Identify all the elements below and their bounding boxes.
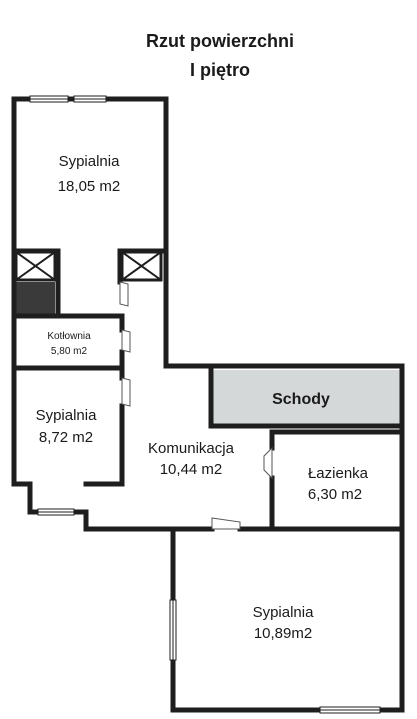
room-name-lazienka: Łazienka	[308, 465, 369, 482]
plan-title: Rzut powierzchni	[146, 31, 294, 51]
vent-shaft-left	[14, 250, 57, 282]
room-name-kotlownia: Kotłownia	[47, 331, 91, 342]
plan-subtitle: I piętro	[190, 60, 250, 80]
door-lazienka	[263, 446, 273, 480]
doors	[119, 281, 273, 530]
room-name-schody: Schody	[272, 391, 330, 408]
stairs-area	[211, 370, 402, 426]
door-bedroom-2	[121, 377, 131, 407]
chimney	[16, 282, 55, 314]
room-area-sypialnia-1: 18,05 m2	[58, 178, 121, 195]
room-name-komunikacja: Komunikacja	[148, 440, 235, 457]
room-area-komunikacja: 10,44 m2	[160, 461, 223, 478]
windows	[29, 95, 381, 714]
door-kotlownia	[121, 329, 131, 353]
door-top-bedroom	[119, 281, 129, 307]
vent-shaft-right	[120, 250, 163, 282]
room-area-sypialnia-2: 8,72 m2	[39, 429, 93, 446]
room-name-sypialnia-1: Sypialnia	[59, 153, 121, 170]
door-bedroom-3	[211, 517, 241, 530]
room-area-sypialnia-3: 10,89m2	[254, 625, 312, 642]
room-area-kotlownia: 5,80 m2	[51, 346, 88, 357]
room-name-sypialnia-2: Sypialnia	[36, 407, 98, 424]
room-name-sypialnia-3: Sypialnia	[253, 604, 315, 621]
room-area-lazienka: 6,30 m2	[308, 486, 362, 503]
